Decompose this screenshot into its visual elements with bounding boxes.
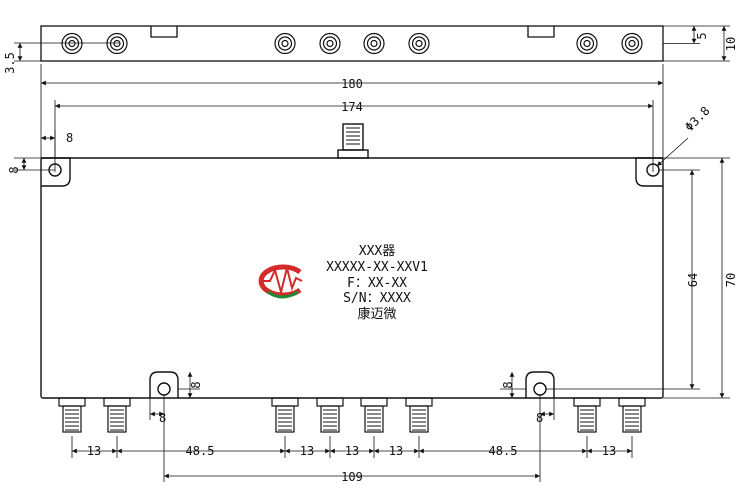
sma-connector-icon (103, 397, 131, 433)
sma-connector-icon (274, 32, 296, 55)
dim-gap-right: 48.5 (489, 444, 518, 458)
sma-connector-icon (61, 32, 83, 55)
dim-overall-height: 70 (724, 273, 738, 287)
top-view-body (40, 25, 664, 62)
top-connector-group (61, 32, 643, 55)
mount-hole-bottom-right (533, 382, 547, 396)
label-line-2: XXXXX-XX-XXV1 (326, 260, 428, 275)
dim-top-left-offset: 3.5 (3, 52, 17, 74)
label-line-1: XXX器 (359, 244, 395, 259)
label-line-4: S/N：XXXX (343, 291, 411, 306)
mount-hole-bottom-left (157, 382, 171, 396)
dim-pitch-b: 13 (300, 444, 314, 458)
sma-connector-icon (573, 397, 601, 433)
mount-notch-bottom-right (525, 371, 555, 398)
dim-hole-vertical-span: 64 (686, 273, 700, 287)
top-side-view (40, 25, 664, 62)
sma-connector-icon (363, 32, 385, 55)
dim-top-height: 10 (724, 37, 738, 51)
dim-bottom-hole-span: 109 (341, 470, 363, 484)
sma-connector-icon (319, 32, 341, 55)
dim-pitch-e: 13 (602, 444, 616, 458)
sma-connector-icon (360, 397, 388, 433)
dim-hole-inset-horizontal: 8 (66, 131, 73, 145)
dim-bottom-hole-offset-right: 8 (501, 381, 515, 388)
mount-notch-bottom-left (149, 371, 179, 398)
label-line-5: 康迈微 (357, 306, 396, 322)
sma-connector-icon (618, 397, 646, 433)
mount-notch-top-right (635, 157, 663, 187)
dim-pitch-d: 13 (389, 444, 403, 458)
sma-connector-icon (576, 32, 598, 55)
top-tab-left (150, 26, 178, 38)
dim-gap-left: 48.5 (186, 444, 215, 458)
dim-hole-diameter: Φ3.8 (682, 104, 712, 134)
sma-connector-icon (106, 32, 128, 55)
sma-connector-icon (271, 397, 299, 433)
dim-bottom-hole-inset-left: 8 (159, 411, 166, 425)
top-tab-right (527, 26, 555, 38)
bottom-connector-group (58, 397, 646, 433)
dim-top-connector-center: 5 (695, 32, 709, 39)
top-sma-connector (342, 123, 364, 151)
sma-connector-icon (405, 397, 433, 433)
dim-hole-span: 174 (341, 100, 363, 114)
sma-connector-icon (316, 397, 344, 433)
dim-pitch-a: 13 (87, 444, 101, 458)
dim-pitch-c: 13 (345, 444, 359, 458)
sma-connector-icon (408, 32, 430, 55)
dim-bottom-hole-offset-left: 8 (189, 381, 203, 388)
label-line-3: F：XX-XX (347, 276, 407, 291)
top-sma-base (337, 149, 369, 159)
sma-connector-icon (621, 32, 643, 55)
dim-hole-inset-vertical: 8 (7, 166, 21, 173)
sma-connector-icon (58, 397, 86, 433)
mount-notch-top-left (41, 157, 71, 187)
dim-overall-width: 180 (341, 77, 363, 91)
company-logo-icon (258, 264, 303, 299)
